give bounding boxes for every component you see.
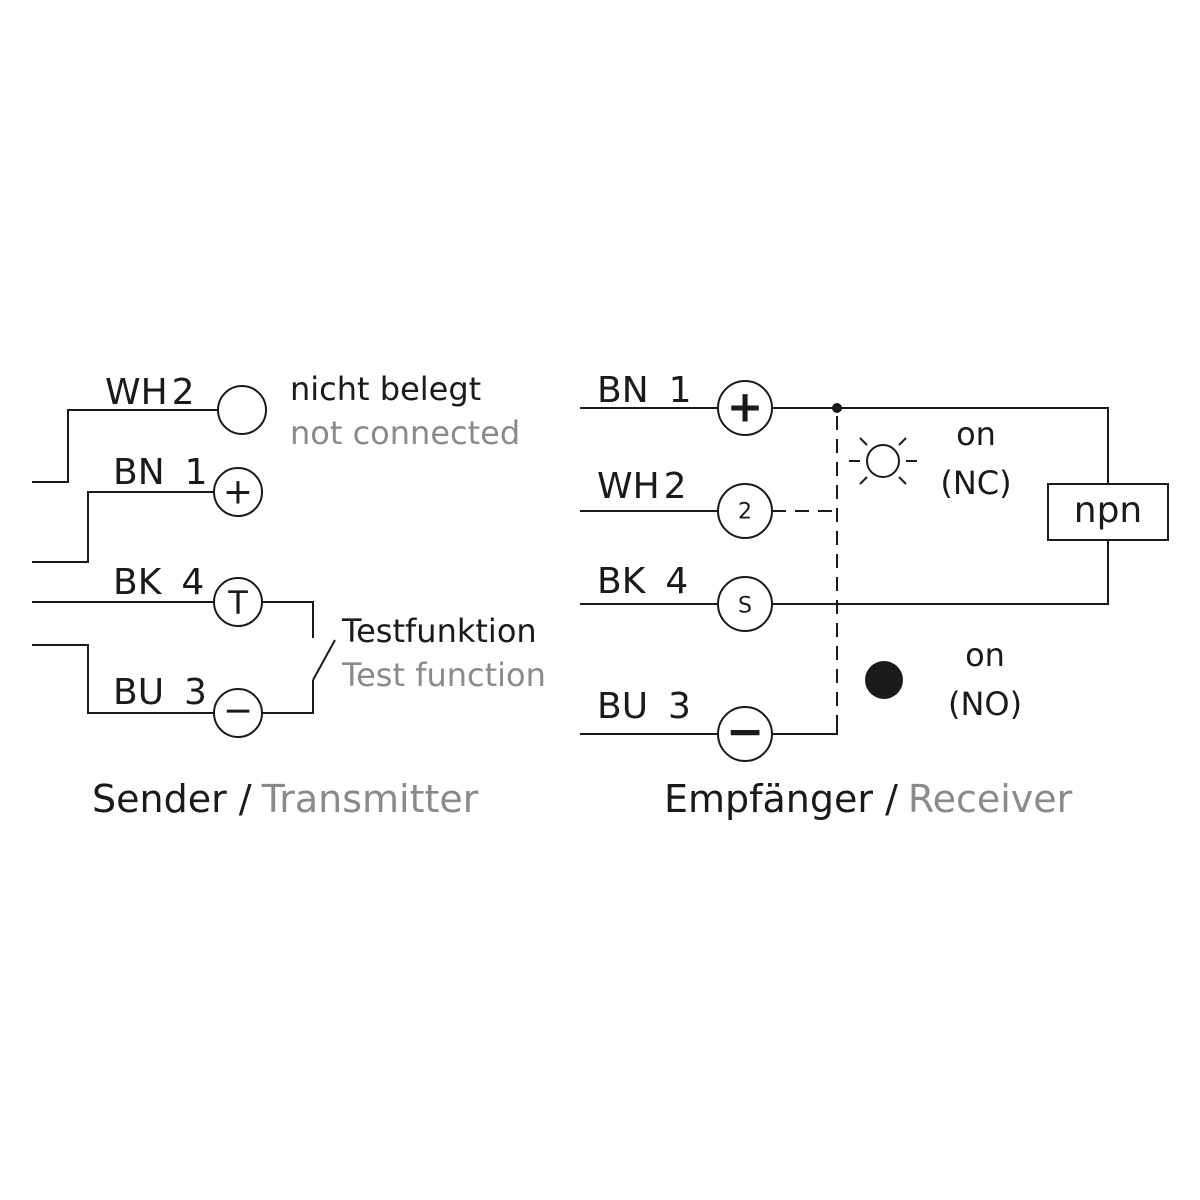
not-connected-note-en: not connected bbox=[290, 414, 520, 452]
test-function-note-en: Test function bbox=[341, 656, 546, 694]
no-mode-label: (NO) bbox=[948, 685, 1022, 723]
transmitter-title: Sender /Transmitter bbox=[92, 777, 479, 821]
test-switch-contact bbox=[312, 639, 336, 681]
receiver-bu3-wire-right bbox=[772, 718, 838, 735]
receiver-bk4-terminal bbox=[717, 576, 773, 632]
npn-output-box bbox=[1047, 483, 1169, 541]
nc-on-label: on bbox=[956, 415, 996, 453]
transmitter-bn1-wire bbox=[32, 491, 214, 563]
npn-output-label: npn bbox=[1074, 490, 1142, 531]
transmitter-plus-symbol: + bbox=[223, 472, 253, 513]
receiver-switch-symbol: S bbox=[738, 594, 752, 619]
receiver-junction-dot bbox=[832, 403, 842, 413]
not-connected-note-de: nicht belegt bbox=[290, 370, 481, 408]
test-function-note-de: Testfunktion bbox=[341, 612, 537, 650]
nc-mode-label: (NC) bbox=[940, 464, 1011, 502]
no-led-icon bbox=[865, 661, 903, 699]
receiver-bn1-wire-right bbox=[770, 407, 1109, 484]
receiver-minus-symbol: − bbox=[726, 704, 765, 758]
transmitter-wh2-terminal bbox=[217, 385, 267, 435]
receiver-bu3-terminal bbox=[717, 706, 773, 762]
receiver-plus-symbol: + bbox=[727, 382, 764, 433]
no-on-label: on bbox=[965, 636, 1005, 674]
transmitter-test-symbol: T bbox=[227, 584, 248, 622]
nc-lamp-icon bbox=[849, 437, 917, 485]
receiver-bn1-terminal bbox=[717, 380, 773, 436]
transmitter-minus-symbol: − bbox=[223, 691, 253, 732]
test-switch-upper-lead bbox=[262, 601, 314, 638]
receiver-title: Empfänger /Receiver bbox=[664, 777, 1073, 821]
transmitter-wh2-wire bbox=[32, 409, 218, 483]
test-switch-lower-lead bbox=[262, 680, 314, 714]
transmitter-bu3-wire bbox=[32, 644, 214, 714]
receiver-bk4-wire-right bbox=[772, 540, 1109, 605]
receiver-wh2-symbol: 2 bbox=[738, 500, 752, 525]
transmitter-bn1-terminal bbox=[213, 467, 263, 517]
